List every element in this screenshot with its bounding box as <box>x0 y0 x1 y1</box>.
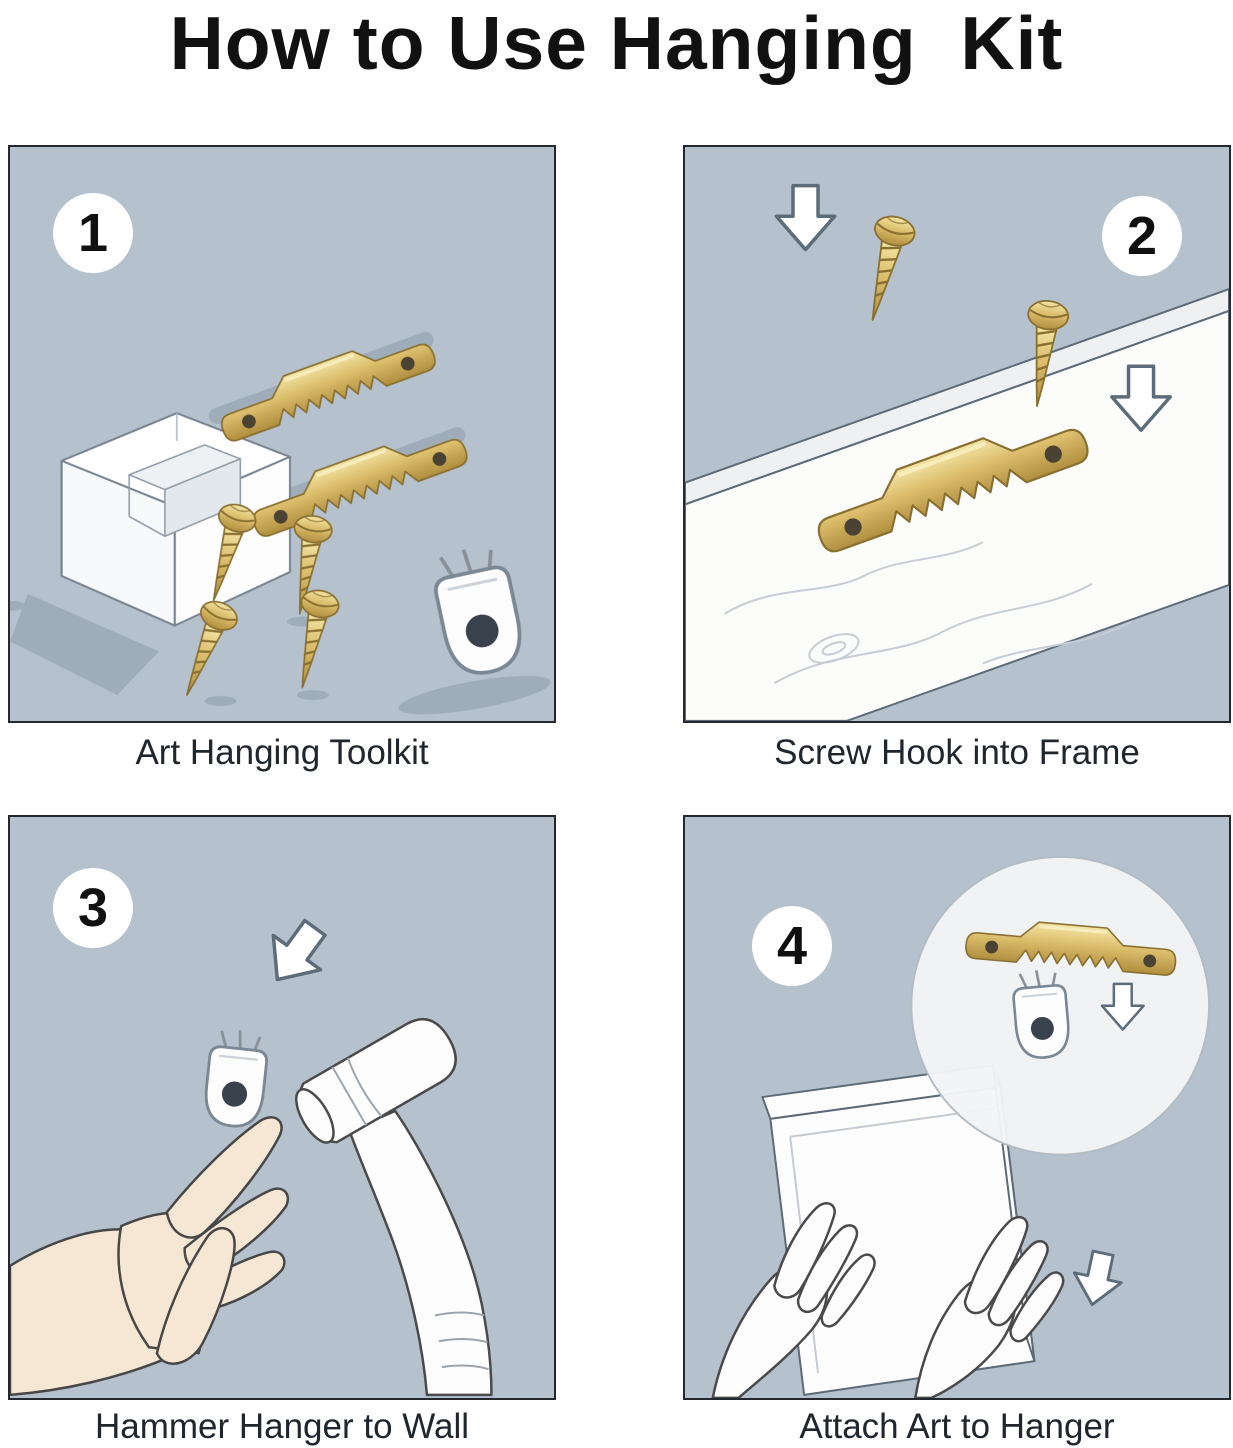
panel-step-1: 1 <box>8 145 556 723</box>
illustration-attach-art-to-hanger <box>711 855 1211 1398</box>
arrow-down-left-icon <box>251 908 341 999</box>
wood-grain <box>724 541 1133 685</box>
hand <box>711 1202 1065 1398</box>
step-number: 4 <box>776 916 808 976</box>
step-number-badge: 3 <box>53 868 133 948</box>
panel-step-4: 4 <box>683 815 1231 1400</box>
step-number: 2 <box>1126 206 1158 266</box>
wall-hook <box>201 1026 272 1131</box>
screw <box>282 586 343 693</box>
arrow-down-icon <box>1067 1246 1128 1311</box>
magnifier-circle <box>910 855 1211 1156</box>
arrow-down-icon <box>774 183 837 252</box>
panel-step-2: 2 <box>683 145 1231 723</box>
step-number-badge: 1 <box>53 193 133 273</box>
caption-step-3: Hammer Hanger to Wall <box>94 1407 470 1446</box>
step-number-badge: 4 <box>752 906 832 986</box>
step-number: 1 <box>77 203 109 263</box>
wall-hook <box>426 539 530 682</box>
screw <box>851 211 919 326</box>
frame-board <box>685 288 1229 721</box>
caption-step-2: Screw Hook into Frame <box>774 733 1140 772</box>
caption-step-4: Attach Art to Hanger <box>799 1407 1115 1446</box>
panel-step-3: 3 <box>8 815 556 1400</box>
illustration-screw-hook-into-frame <box>685 183 1229 721</box>
illustration-art-hanging-toolkit <box>10 323 551 715</box>
step-number-badge: 2 <box>1102 196 1182 276</box>
hand <box>10 1116 290 1397</box>
hammer <box>295 1017 493 1397</box>
page-title: How to Use Hanging Kit <box>169 1 1064 85</box>
illustration-hammer-hanger-to-wall <box>10 908 493 1397</box>
step-number: 3 <box>77 878 109 938</box>
caption-step-1: Art Hanging Toolkit <box>135 733 429 772</box>
